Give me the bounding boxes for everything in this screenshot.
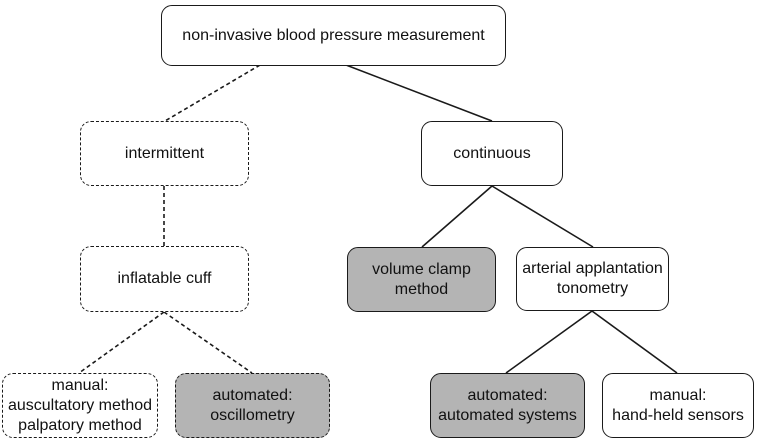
edge-arterial-manual-handheld (591, 310, 678, 374)
node-root: non-invasive blood pressure measurement (161, 5, 506, 66)
node-intermittent: intermittent (80, 121, 249, 186)
edge-continuous-volume-clamp (421, 185, 493, 248)
node-manual-auscultatory: manual: auscultatory method palpatory me… (2, 373, 158, 438)
edge-continuous-arterial-applanation (491, 185, 594, 248)
edge-root-continuous (345, 64, 493, 122)
node-volume-clamp: volume clamp method (347, 247, 496, 312)
node-automated-systems: automated: automated systems (430, 373, 585, 438)
node-arterial-applanation: arterial applantation tonometry (516, 247, 669, 311)
edge-root-intermittent (164, 64, 261, 122)
node-inflatable-cuff: inflatable cuff (80, 246, 249, 312)
edge-inflatable-cuff-manual (78, 311, 165, 374)
node-continuous: continuous (421, 121, 563, 186)
edge-arterial-automated-systems (505, 310, 593, 374)
edge-inflatable-cuff-automated (163, 311, 253, 374)
node-manual-handheld: manual: hand-held sensors (602, 373, 754, 438)
node-automated-oscillometry: automated: oscillometry (175, 373, 330, 438)
